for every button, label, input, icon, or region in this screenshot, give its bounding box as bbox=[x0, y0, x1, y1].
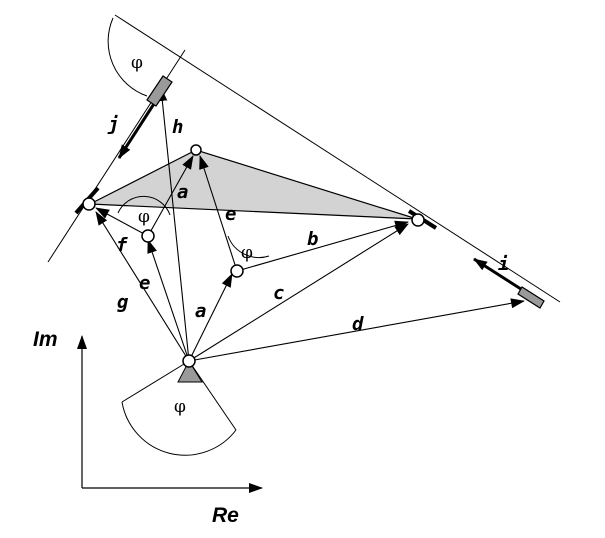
vector-e-right bbox=[199, 155, 238, 272]
vector-a-bottom bbox=[188, 273, 233, 362]
vector-h bbox=[157, 87, 190, 362]
slider-block-right bbox=[517, 286, 545, 309]
vector-d bbox=[188, 298, 525, 362]
label-e-right: e bbox=[225, 203, 236, 225]
label-i: i bbox=[498, 253, 509, 275]
label-e-left: e bbox=[139, 272, 150, 294]
label-g: g bbox=[117, 291, 129, 313]
angle-arc-left bbox=[117, 195, 171, 216]
label-h: h bbox=[172, 116, 183, 138]
label-f: f bbox=[116, 234, 128, 256]
vector-a-top bbox=[147, 155, 194, 237]
vector-i bbox=[473, 257, 525, 293]
joint-top bbox=[190, 144, 202, 156]
joint-inner-mid bbox=[230, 264, 244, 278]
label-a-bottom: a bbox=[195, 300, 206, 322]
joint-inner-left bbox=[141, 229, 155, 243]
vector-c bbox=[188, 223, 409, 362]
angle-arc-bottom bbox=[121, 401, 237, 456]
angle-leg-bottom-right bbox=[188, 360, 237, 431]
joint-origin bbox=[182, 354, 196, 368]
angle-leg-bottom-left bbox=[121, 360, 190, 403]
joint-right bbox=[411, 213, 425, 227]
label-phi-top: φ bbox=[131, 53, 143, 73]
label-phi-bottom: φ bbox=[174, 397, 186, 417]
vector-f bbox=[95, 207, 149, 237]
label-c: c bbox=[273, 282, 284, 304]
label-a-top: a bbox=[177, 181, 188, 203]
label-axis-re: Re bbox=[212, 504, 239, 527]
label-axis-im: Im bbox=[33, 328, 58, 351]
vector-b bbox=[236, 220, 409, 272]
label-d: d bbox=[352, 313, 364, 335]
label-j: j bbox=[107, 113, 119, 135]
label-phi-mid: φ bbox=[241, 243, 253, 263]
vector-e-left bbox=[147, 239, 190, 362]
vector-j bbox=[117, 95, 161, 159]
ground-support bbox=[177, 359, 203, 383]
coupler-triangle bbox=[87, 149, 418, 220]
vector-g bbox=[95, 211, 190, 362]
angle-arc-mid bbox=[227, 235, 270, 259]
label-b: b bbox=[307, 228, 318, 250]
guide-line-right bbox=[114, 14, 561, 303]
label-phi-left: φ bbox=[138, 207, 150, 227]
slider-block-top bbox=[146, 75, 173, 107]
angle-arc-top bbox=[107, 17, 148, 97]
joint-left bbox=[82, 197, 96, 211]
